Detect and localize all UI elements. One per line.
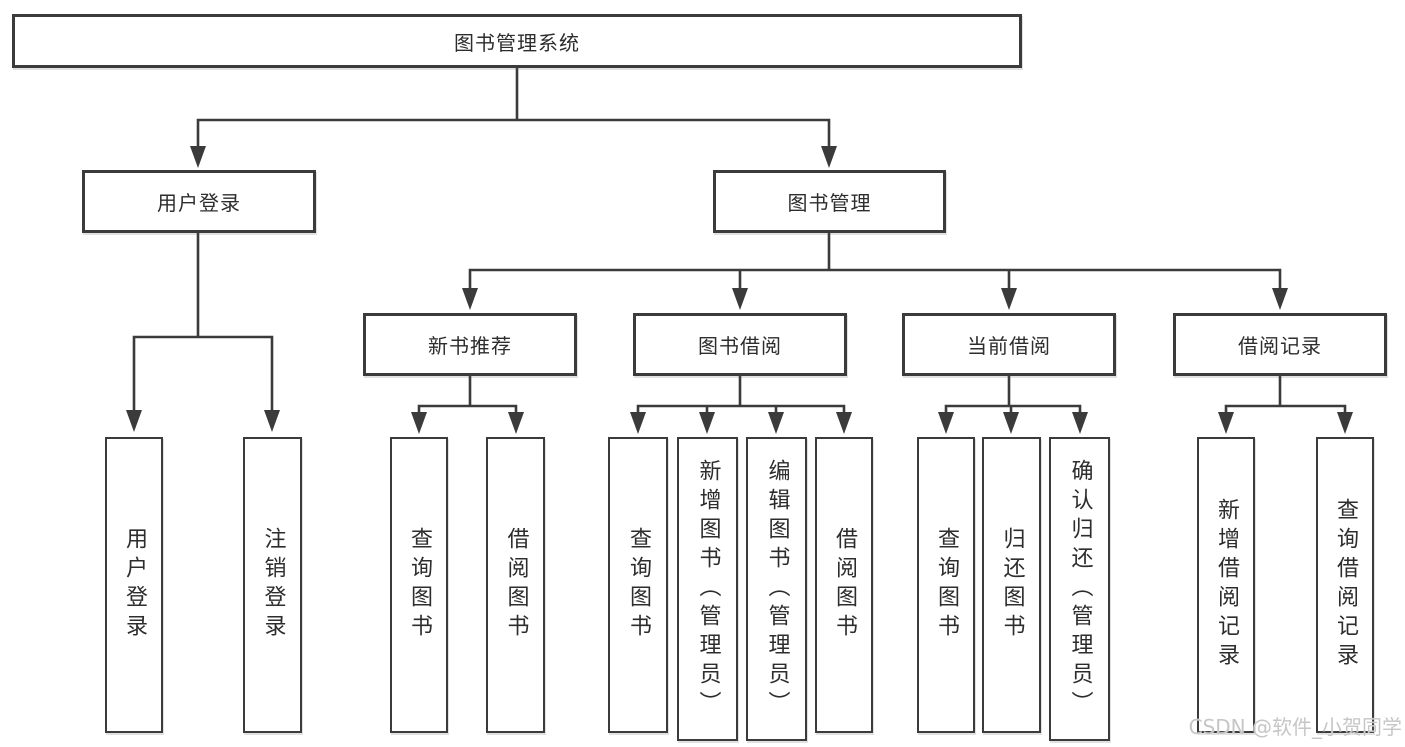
leaf-query-borrow-record-label: 查询借阅记录 xyxy=(1333,498,1358,672)
node-user-login: 用户登录 xyxy=(82,170,316,233)
node-book-management-label: 图书管理 xyxy=(787,191,872,215)
node-new-book-recommend: 新书推荐 xyxy=(363,313,577,376)
leaf-add-book-admin: 新增图书（管理员） xyxy=(677,437,738,741)
leaf-borrow-books-recommend-label: 借阅图书 xyxy=(503,527,529,643)
leaf-logout-label: 注销登录 xyxy=(260,527,286,643)
leaf-logout: 注销登录 xyxy=(243,437,302,733)
leaf-query-books-borrow-label: 查询图书 xyxy=(626,527,651,643)
leaf-edit-book-admin: 编辑图书（管理员） xyxy=(746,437,807,741)
leaf-user-login-label: 用户登录 xyxy=(122,527,147,643)
leaf-query-books-recommend: 查询图书 xyxy=(390,437,448,733)
node-current-borrow-label: 当前借阅 xyxy=(967,334,1051,358)
leaf-query-books-borrow: 查询图书 xyxy=(608,437,668,733)
leaf-borrow-books: 借阅图书 xyxy=(815,437,873,733)
leaf-query-borrow-record: 查询借阅记录 xyxy=(1316,437,1374,733)
leaf-add-borrow-record-label: 新增借阅记录 xyxy=(1214,498,1239,672)
node-book-borrow-label: 图书借阅 xyxy=(698,334,782,358)
leaf-borrow-books-recommend: 借阅图书 xyxy=(486,437,545,733)
node-borrow-records: 借阅记录 xyxy=(1173,313,1387,376)
leaf-query-books-current: 查询图书 xyxy=(917,437,975,733)
leaf-confirm-return-admin-label: 确认归还（管理员） xyxy=(1067,458,1093,720)
node-book-borrow: 图书借阅 xyxy=(633,313,847,376)
leaf-user-login: 用户登录 xyxy=(105,437,163,733)
node-borrow-records-label: 借阅记录 xyxy=(1238,334,1322,358)
leaf-add-book-admin-label: 新增图书（管理员） xyxy=(695,458,721,720)
leaf-borrow-books-label: 借阅图书 xyxy=(832,527,857,643)
csdn-watermark: CSDN @软件_小贺同学 xyxy=(1188,715,1402,739)
node-new-book-recommend-label: 新书推荐 xyxy=(428,334,512,358)
leaf-confirm-return-admin: 确认归还（管理员） xyxy=(1049,437,1110,741)
node-current-borrow: 当前借阅 xyxy=(902,313,1116,376)
leaf-return-book-label: 归还图书 xyxy=(999,527,1025,643)
node-book-management: 图书管理 xyxy=(713,170,946,233)
leaf-return-book: 归还图书 xyxy=(982,437,1041,733)
leaf-query-books-recommend-label: 查询图书 xyxy=(407,527,432,643)
leaf-query-books-current-label: 查询图书 xyxy=(934,527,959,643)
node-root: 图书管理系统 xyxy=(12,14,1022,68)
node-user-login-label: 用户登录 xyxy=(157,191,241,215)
leaf-edit-book-admin-label: 编辑图书（管理员） xyxy=(764,458,790,720)
leaf-add-borrow-record: 新增借阅记录 xyxy=(1197,437,1255,733)
node-root-label: 图书管理系统 xyxy=(454,30,580,55)
